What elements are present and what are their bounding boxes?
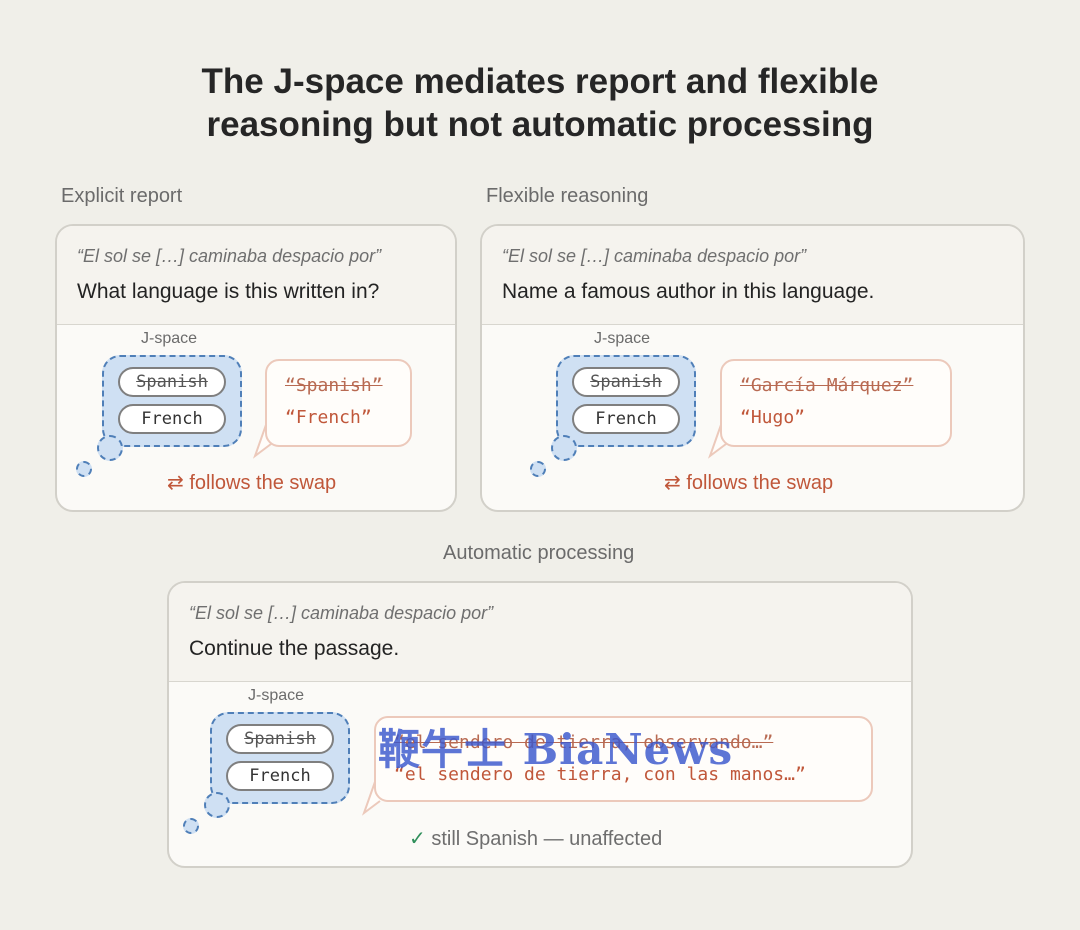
- panel-automatic-processing: “El sol se […] caminaba despacio por” Co…: [167, 581, 913, 868]
- output-bubble: “Spanish” “French”: [265, 359, 412, 447]
- thought-dot-small: [183, 818, 199, 834]
- section-label-automatic-processing: Automatic processing: [443, 542, 635, 564]
- pill-swapped-language: French: [118, 404, 226, 434]
- jspace-label: J-space: [594, 330, 651, 347]
- diagram-title: The J-space mediates report and flexible…: [0, 60, 1080, 146]
- footer-text: follows the swap: [189, 472, 337, 494]
- title-line-1: The J-space mediates report and flexible: [201, 62, 879, 101]
- section-label-flexible-reasoning: Flexible reasoning: [486, 185, 649, 207]
- footer-text: follows the swap: [686, 472, 834, 494]
- output-bubble: “el sendero de tierra, observando…” “el …: [374, 716, 873, 802]
- prompt-area: “El sol se […] caminaba despacio por” Wh…: [57, 226, 455, 325]
- swap-arrows-icon: ⇄: [664, 472, 681, 494]
- jspace-box: Spanish French: [556, 355, 696, 447]
- prompt-question: What language is this written in?: [77, 280, 380, 303]
- prompt-quote: “El sol se […] caminaba despacio por”: [77, 246, 382, 266]
- output-original: “García Márquez”: [740, 375, 914, 396]
- thought-dot-small: [530, 461, 546, 477]
- jspace-label: J-space: [248, 687, 305, 704]
- thought-dot-large: [204, 792, 230, 818]
- panel-explicit-report: “El sol se […] caminaba despacio por” Wh…: [55, 224, 457, 512]
- thought-dot-large: [551, 435, 577, 461]
- thought-dot-large: [97, 435, 123, 461]
- jspace-box: Spanish French: [210, 712, 350, 804]
- pill-original-language: Spanish: [226, 724, 334, 754]
- thought-dot-small: [76, 461, 92, 477]
- swap-arrows-icon: ⇄: [167, 472, 184, 494]
- output-new: “French”: [285, 407, 372, 428]
- output-original: “el sendero de tierra, observando…”: [394, 732, 774, 753]
- output-bubble: “García Márquez” “Hugo”: [720, 359, 952, 447]
- pill-original-language: Spanish: [572, 367, 680, 397]
- pill-swapped-language: French: [226, 761, 334, 791]
- pill-original-language: Spanish: [118, 367, 226, 397]
- prompt-quote: “El sol se […] caminaba despacio por”: [502, 246, 807, 266]
- check-icon: ✓: [409, 828, 426, 850]
- panel-flexible-reasoning: “El sol se […] caminaba despacio por” Na…: [480, 224, 1025, 512]
- output-new: “Hugo”: [740, 407, 806, 428]
- footer-result: ✓ still Spanish — unaffected: [409, 826, 662, 851]
- section-label-explicit-report: Explicit report: [61, 185, 183, 207]
- prompt-question: Continue the passage.: [189, 637, 400, 660]
- footer-result: ⇄ follows the swap: [167, 470, 336, 495]
- prompt-area: “El sol se […] caminaba despacio por” Na…: [482, 226, 1023, 325]
- pill-swapped-language: French: [572, 404, 680, 434]
- prompt-area: “El sol se […] caminaba despacio por” Co…: [169, 583, 911, 682]
- footer-result: ⇄ follows the swap: [664, 470, 833, 495]
- jspace-box: Spanish French: [102, 355, 242, 447]
- jspace-label: J-space: [141, 330, 198, 347]
- footer-text: still Spanish — unaffected: [431, 828, 663, 850]
- prompt-question: Name a famous author in this language.: [502, 280, 875, 303]
- prompt-quote: “El sol se […] caminaba despacio por”: [189, 603, 494, 623]
- title-line-2: reasoning but not automatic processing: [206, 105, 874, 144]
- output-new: “el sendero de tierra, con las manos…”: [394, 764, 806, 785]
- output-original: “Spanish”: [285, 375, 383, 396]
